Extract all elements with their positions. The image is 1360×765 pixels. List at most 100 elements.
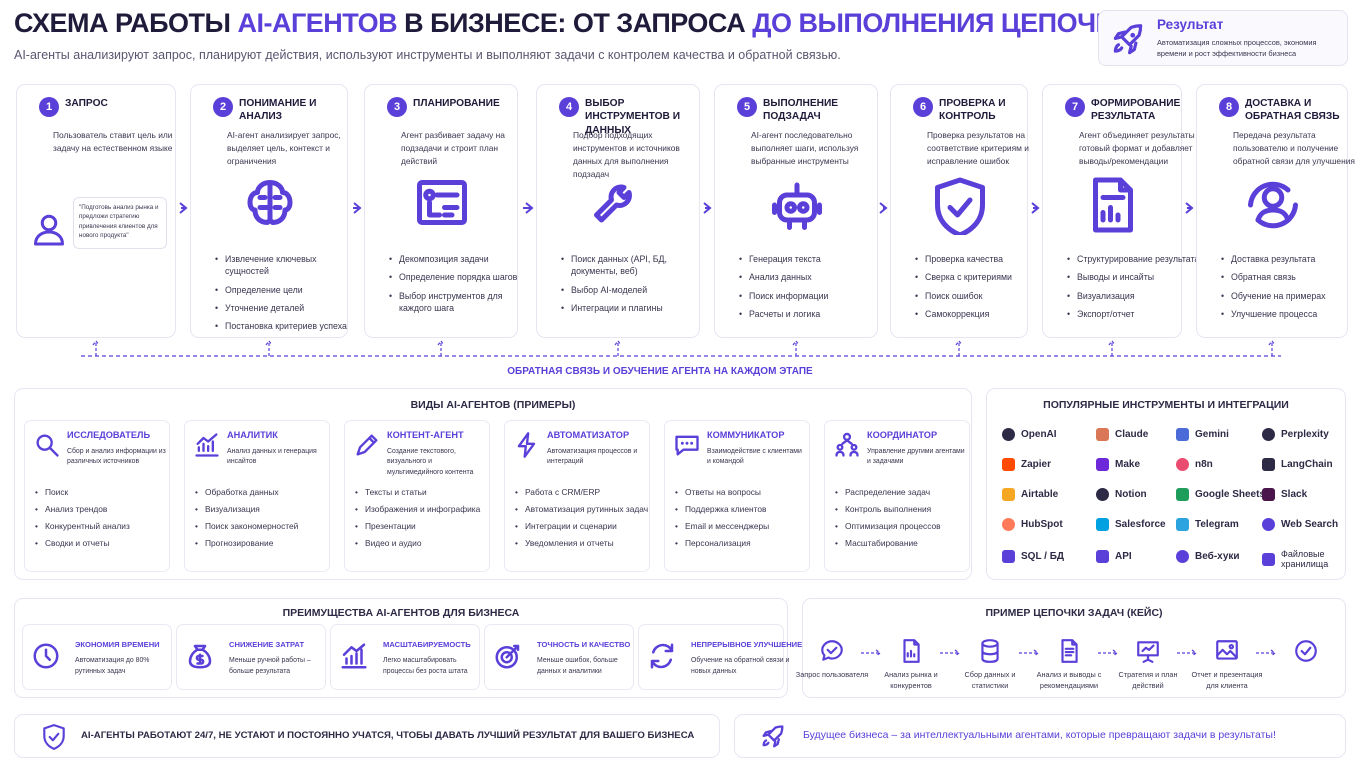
- agent-type-desc: Анализ данных и генерация инсайтов: [227, 448, 317, 466]
- feedback-arrow-icon: [792, 340, 800, 356]
- tool-logo-icon: [1262, 488, 1275, 501]
- shield-check-icon: [935, 177, 985, 238]
- tool-logo-icon: [1176, 550, 1189, 563]
- agent-type-desc: Управление другими агентами и задачами: [867, 448, 965, 466]
- advantages-panel: ПРЕИМУЩЕСТВА AI-АГЕНТОВ ДЛЯ БИЗНЕСА: [14, 598, 788, 698]
- agent-type-title: ИССЛЕДОВАТЕЛЬ: [67, 430, 151, 440]
- agent-type-desc: Сбор и анализ информации из различных ис…: [67, 448, 166, 466]
- chain-title: ПРИМЕР ЦЕПОЧКИ ЗАДАЧ (КЕЙС): [985, 607, 1163, 619]
- plan-icon: [417, 180, 467, 225]
- tool-logo-icon: [1262, 458, 1275, 471]
- arrow-right-icon: [879, 202, 888, 214]
- tool-name: API: [1115, 551, 1132, 562]
- growth-icon: [341, 643, 367, 669]
- advantages-title: ПРЕИМУЩЕСТВА AI-АГЕНТОВ ДЛЯ БИЗНЕСА: [282, 607, 520, 619]
- list-item: Поиск закономерностей: [195, 521, 298, 531]
- result-card: Результат Автоматизация сложных процессо…: [1098, 10, 1348, 66]
- tool-name: Salesforce: [1115, 519, 1166, 530]
- list-item: Выводы и инсайты: [1067, 271, 1207, 284]
- step-title: ПЛАНИРОВАНИЕ: [413, 98, 500, 109]
- agent-type-card: ИССЛЕДОВАТЕЛЬ Сбор и анализ информации из…: [24, 420, 170, 572]
- clock-icon: [33, 643, 59, 669]
- tool-logo-icon: [1096, 458, 1109, 471]
- tool-item: Telegram: [1176, 518, 1254, 531]
- tool-logo-icon: [1176, 488, 1189, 501]
- search-icon: [36, 434, 59, 457]
- list-item: Определение цели: [215, 284, 355, 297]
- tool-item: HubSpot: [1002, 518, 1080, 531]
- tool-item: Zapier: [1002, 458, 1080, 471]
- tool-logo-icon: [1002, 458, 1015, 471]
- step-title: ФОРМИРОВАНИЕ РЕЗУЛЬТАТА: [1091, 98, 1181, 123]
- list-item: Автоматизация рутинных задач: [515, 504, 648, 514]
- chain-step: Анализ рынка и конкурентов: [883, 638, 939, 690]
- tool-item: Salesforce: [1096, 518, 1174, 531]
- arrow-right-icon: [523, 202, 534, 214]
- advantage-desc: Обучение на обратной связи и новых данны…: [691, 657, 790, 676]
- advantage-title: ТОЧНОСТЬ И КАЧЕСТВО: [537, 640, 631, 649]
- list-item: Обработка данных: [195, 487, 298, 497]
- tool-item: Веб-хуки: [1176, 550, 1254, 563]
- list-item: Поиск данных (API, БД, документы, веб): [561, 253, 701, 278]
- shield-check-icon: [43, 724, 65, 750]
- page-title: СХЕМА РАБОТЫ AI-АГЕНТОВ В БИЗНЕСЕ: ОТ ЗА…: [14, 8, 1228, 38]
- step-description: AI-агент последовательно выполняет шаги,…: [751, 130, 859, 167]
- image-report-icon: [1216, 640, 1238, 660]
- list-item: Выбор AI-моделей: [561, 284, 701, 297]
- refresh-icon: [650, 643, 674, 669]
- list-item: Поиск ошибок: [915, 290, 1055, 303]
- list-item: Масштабирование: [835, 538, 941, 548]
- list-item: Постановка критериев успеха: [215, 320, 355, 333]
- tool-logo-icon: [1002, 518, 1015, 531]
- tools-icon: [594, 184, 632, 223]
- tool-logo-icon: [1262, 518, 1275, 531]
- step-number: 2: [213, 97, 233, 117]
- list-item: Самокоррекция: [915, 308, 1055, 321]
- rocket-icon: [1113, 24, 1143, 55]
- step-number: 5: [737, 97, 757, 117]
- chat-bubble-icon: [821, 640, 843, 661]
- tool-logo-icon: [1176, 518, 1189, 531]
- tool-name: Notion: [1115, 489, 1147, 500]
- tool-item: LangChain: [1262, 458, 1342, 471]
- list-item: Поиск информации: [739, 290, 879, 303]
- list-item: Расчеты и логика: [739, 308, 879, 321]
- chain-step-label: Сбор данных и статистики: [964, 670, 1016, 690]
- chain-step-label: Стратегия и план действий: [1118, 670, 1178, 690]
- agent-type-desc: Создание текстового, визуального и мульт…: [387, 448, 474, 476]
- tool-name: Google Sheets: [1195, 489, 1266, 500]
- chain-step: [1278, 638, 1334, 664]
- list-item: Поиск: [35, 487, 130, 497]
- arrow-right-icon: [179, 202, 188, 214]
- lightning-icon: [517, 432, 536, 458]
- database-icon: [981, 639, 999, 663]
- list-item: Email и мессенджеры: [675, 521, 769, 531]
- list-item: Контроль выполнения: [835, 504, 941, 514]
- tool-logo-icon: [1176, 458, 1189, 471]
- team-icon: [835, 432, 859, 457]
- tool-name: Airtable: [1021, 489, 1059, 500]
- tool-item: Airtable: [1002, 488, 1080, 501]
- tool-name: Web Search: [1281, 519, 1339, 530]
- chain-panel: ПРИМЕР ЦЕПОЧКИ ЗАДАЧ (КЕЙС): [802, 598, 1346, 698]
- list-item: Визуализация: [195, 504, 298, 514]
- result-text: Автоматизация сложных процессов, экономи…: [1157, 38, 1317, 58]
- tool-name: Zapier: [1021, 459, 1052, 470]
- step-bullets: Проверка качестваСверка с критериямиПоис…: [915, 253, 1055, 326]
- feedback-line: [81, 340, 1281, 357]
- tool-item: Slack: [1262, 488, 1342, 501]
- step-bullets: Доставка результатаОбратная связьОбучени…: [1221, 253, 1360, 326]
- chain-step: Анализ и выводы с рекомендациями: [1037, 638, 1101, 690]
- arrow-right-icon: [1098, 649, 1119, 657]
- step-number: 4: [559, 97, 579, 117]
- step-description: Проверка результатов на соответствие кри…: [927, 130, 1029, 167]
- chart-up-icon: [195, 433, 219, 457]
